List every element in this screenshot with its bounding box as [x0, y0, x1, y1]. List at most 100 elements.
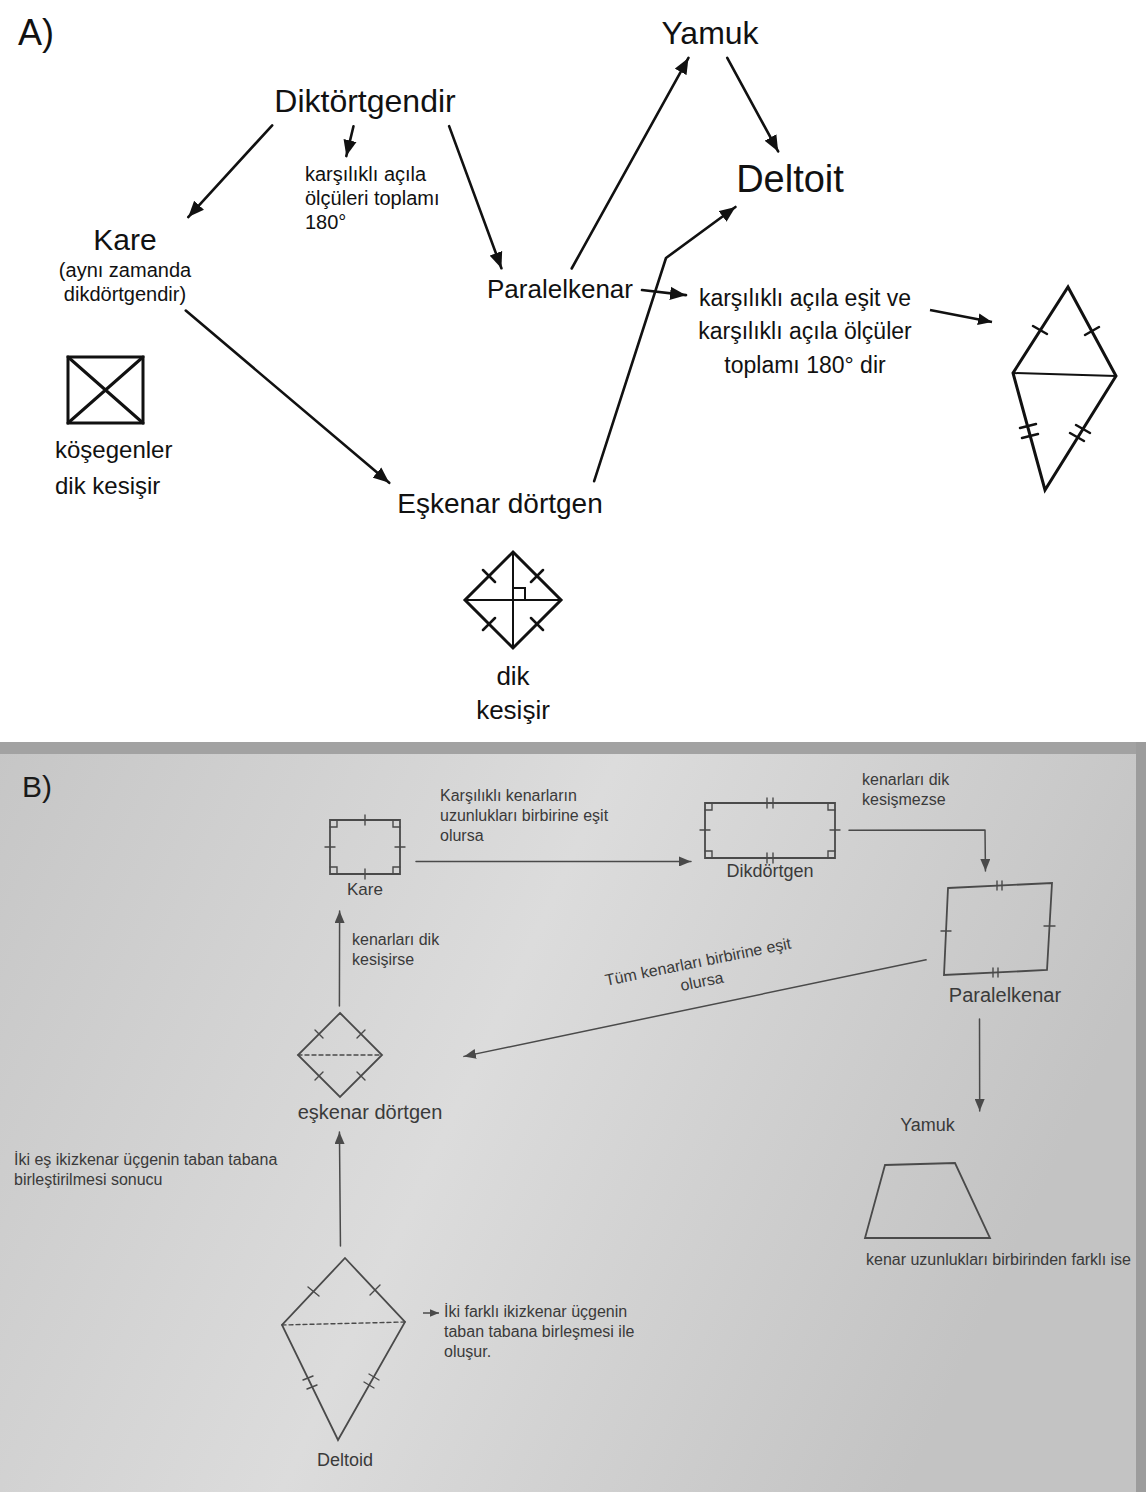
leader-arrow [423, 1312, 439, 1314]
concept-name: karşılıklı açıla ölçüleri toplamı 180° [305, 162, 445, 234]
label-slot: A) [18, 10, 54, 55]
connector-arrow [849, 830, 985, 871]
shape-outline [865, 1163, 990, 1238]
rhombus-outline [465, 552, 561, 648]
leader-arrow [930, 310, 992, 322]
concept-node: karşılıklı açıla ölçüleri toplamı 180° [300, 160, 450, 236]
deltoid-outline [1013, 287, 1116, 490]
concept-name: Eşkenar dörtgen [397, 487, 602, 521]
shape-outline [330, 820, 400, 874]
label-slot: dik kesişir [463, 660, 563, 728]
concept-name: Dikdörtgen [695, 861, 845, 883]
concept-name: Yamuk [855, 1115, 1000, 1137]
connector-arrow [186, 311, 389, 483]
shape-outline [282, 1258, 405, 1440]
concept-name: Kare [25, 222, 225, 258]
edge-label: kenarları dik kesişmezse [862, 770, 1022, 810]
shape-node: Deltoid [270, 1250, 420, 1478]
concept-node: karşılıklı açıla eşit ve karşılıklı açıl… [690, 280, 920, 384]
right-angle-mark [330, 820, 400, 874]
connector-arrow [346, 126, 353, 156]
right-angle-mark [513, 588, 525, 600]
edge-label-slot: Karşılıklı kenarların uzunlukları birbir… [440, 786, 655, 846]
concept-name: Diktörtgendir [274, 82, 455, 120]
diagonal-line [282, 1322, 405, 1325]
tick-mark [325, 815, 405, 879]
shape-group [941, 881, 1055, 977]
photo-ground [0, 742, 1146, 1492]
connector-arrow [642, 290, 686, 295]
edge-label: İki eş ikizkenar üçgenin taban tabana bi… [14, 1150, 314, 1190]
edge-label-slot: İki eş ikizkenar üçgenin taban tabana bi… [14, 1150, 314, 1190]
shape-node: eşkenar dörtgen [280, 1010, 460, 1128]
connector-arrow [572, 58, 689, 269]
concept-name: Kare [318, 880, 412, 900]
rhombus-icon [465, 552, 561, 648]
concept-name: Paralelkenar [487, 274, 633, 305]
panel-letter: B) [22, 768, 52, 806]
connector-arrow [979, 1019, 981, 1111]
shape-outline [944, 883, 1052, 975]
shape-group [700, 798, 840, 863]
edge-label: Karşılıklı kenarların uzunlukları birbir… [440, 786, 655, 846]
label-slot: İki farklı ikizkenar üçgenin taban taban… [444, 1302, 659, 1362]
tick-mark [483, 570, 543, 630]
label-slot: köşegenler dik kesişir [55, 432, 195, 504]
diagonal-line [298, 1054, 382, 1055]
definition-note: İki farklı ikizkenar üçgenin taban taban… [444, 1302, 659, 1362]
square-outline [68, 357, 143, 423]
diagonal-line [465, 552, 561, 648]
square-icon [68, 357, 143, 423]
tick-mark [1020, 326, 1099, 441]
property-note: köşegenler dik kesişir [55, 432, 195, 504]
edge-label: kenarları dik kesişirse [352, 930, 482, 970]
shape-node: Yamuk [855, 1115, 1000, 1245]
tick-mark [315, 1030, 365, 1080]
concept-node: Kare(aynı zamanda dikdörtgendir) [20, 220, 230, 308]
connector-arrow [339, 911, 341, 1006]
diagonal-line [68, 357, 143, 423]
edge-label: Tüm kenarları birbirine eşit olursa [598, 933, 802, 1012]
shape-group [325, 815, 405, 879]
property-note: dik kesişir [463, 660, 563, 728]
shape-node: Dikdörtgen [695, 795, 845, 890]
concept-node: Paralelkenar [482, 272, 638, 307]
tick-mark [303, 1285, 380, 1389]
concept-name: eşkenar dörtgen [280, 1100, 460, 1124]
property-note: kenar uzunlukları birbirinden farklı ise [866, 1250, 1136, 1270]
concept-note: (aynı zamanda dikdörtgendir) [25, 258, 225, 306]
connector-arrow [339, 1132, 340, 1246]
panel-letter: A) [18, 10, 54, 55]
tick-mark [941, 881, 1055, 977]
photo-edge [1136, 742, 1146, 1492]
connector-arrow [727, 58, 778, 152]
deltoid-icon [1013, 287, 1116, 490]
edge-label-slot: Tüm kenarları birbirine eşit olursa [598, 933, 802, 1012]
connector-arrow [416, 861, 691, 863]
diagonal-line [1013, 373, 1116, 376]
concept-name: Paralelkenar [930, 983, 1080, 1007]
connector-arrow [188, 125, 272, 217]
edge-label-slot: kenarları dik kesişirse [352, 930, 482, 970]
photo-edge [0, 742, 1146, 754]
connector-arrow [449, 126, 501, 268]
right-angle-mark [705, 803, 835, 858]
concept-name: Yamuk [661, 14, 758, 52]
concept-node: Eşkenar dörtgen [392, 485, 607, 523]
edge-label-slot: kenarları dik kesişmezse [862, 770, 1022, 810]
concept-name: karşılıklı açıla eşit ve karşılıklı açıl… [695, 282, 915, 382]
label-slot: kenar uzunlukları birbirinden farklı ise [866, 1250, 1136, 1270]
shape-outline [298, 1013, 382, 1097]
shape-node: Kare [318, 812, 412, 907]
concept-name: Deltoid [270, 1450, 420, 1472]
tick-mark [700, 798, 840, 863]
concept-name: Deltoit [736, 157, 844, 203]
shape-group [282, 1258, 405, 1440]
concept-node: Yamuk [656, 12, 763, 54]
concept-node: Diktörtgendir [269, 80, 460, 122]
shape-outline [705, 803, 835, 858]
